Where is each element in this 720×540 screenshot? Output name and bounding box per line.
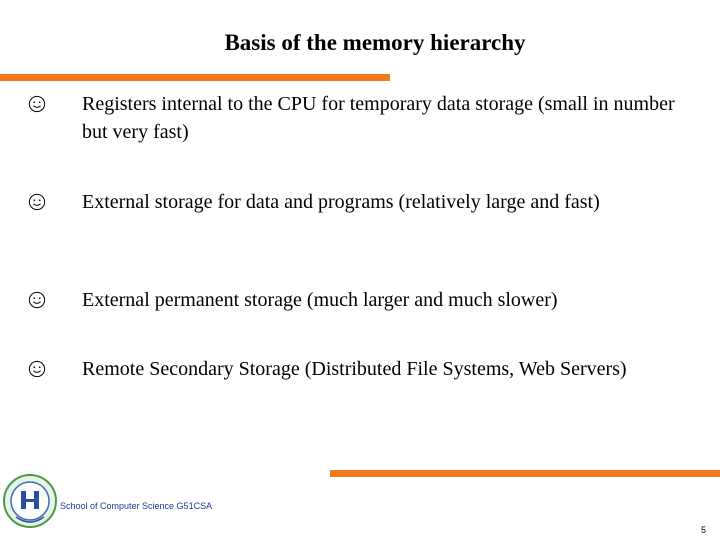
smiley-icon — [28, 95, 46, 113]
smiley-icon — [28, 193, 46, 211]
footer-text: School of Computer Science G51CSA — [60, 501, 213, 511]
bullet-text: External permanent storage (much larger … — [82, 289, 558, 311]
bullet-text: External storage for data and programs (… — [82, 191, 600, 213]
page-number: 5 — [700, 525, 706, 535]
bullet-text: Registers internal to the CPU for tempor… — [82, 93, 675, 143]
bullet-item: External storage for data and programs (… — [28, 188, 678, 216]
bullet-text: Remote Secondary Storage (Distributed Fi… — [82, 358, 627, 380]
footer-accent-bar — [330, 470, 720, 477]
bullet-item: Registers internal to the CPU for tempor… — [28, 90, 678, 146]
title-underline-bar — [0, 74, 390, 81]
smiley-icon — [28, 360, 46, 378]
smiley-icon — [28, 291, 46, 309]
slide-title: Basis of the memory hierarchy — [224, 30, 526, 55]
bullet-item: External permanent storage (much larger … — [28, 286, 678, 314]
bullet-item: Remote Secondary Storage (Distributed Fi… — [28, 355, 678, 383]
university-crest-icon — [3, 474, 57, 528]
